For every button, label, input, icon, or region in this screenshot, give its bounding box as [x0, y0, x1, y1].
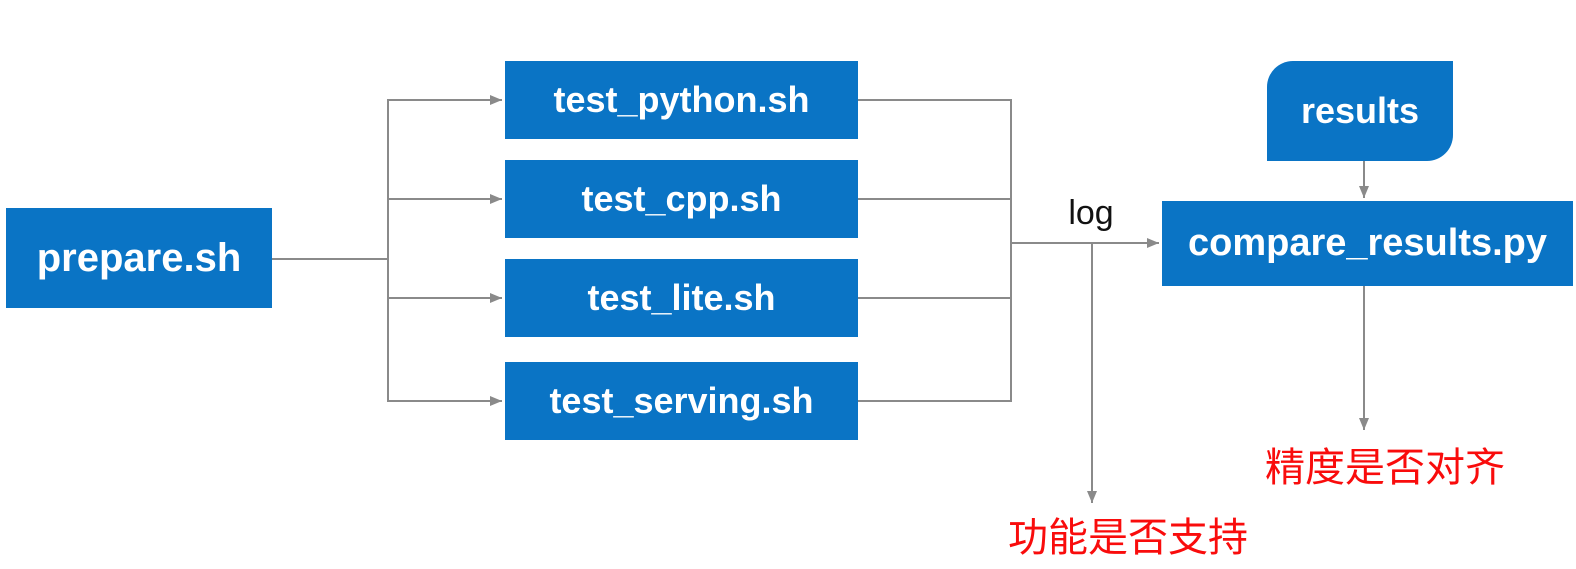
outcome-functionality-supported: 功能是否支持: [1008, 516, 1248, 560]
node-prepare-sh: prepare.sh: [6, 208, 272, 308]
node-results: results: [1267, 61, 1453, 161]
node-label: prepare.sh: [36, 235, 242, 280]
node-test-cpp-sh: test_cpp.sh: [505, 160, 858, 238]
node-label: test_python.sh: [553, 79, 810, 120]
node-test-serving-sh: test_serving.sh: [505, 362, 858, 440]
node-label: results: [1300, 90, 1420, 131]
node-label: test_serving.sh: [549, 380, 814, 421]
node-compare-results-py: compare_results.py: [1162, 201, 1573, 286]
node-label: test_lite.sh: [587, 277, 776, 318]
node-label: compare_results.py: [1187, 222, 1548, 264]
node-label: test_cpp.sh: [581, 178, 782, 219]
node-test-python-sh: test_python.sh: [505, 61, 858, 139]
outcome-accuracy-aligned: 精度是否对齐: [1265, 446, 1505, 490]
edge-label-log: log: [1068, 194, 1114, 232]
node-test-lite-sh: test_lite.sh: [505, 259, 858, 337]
